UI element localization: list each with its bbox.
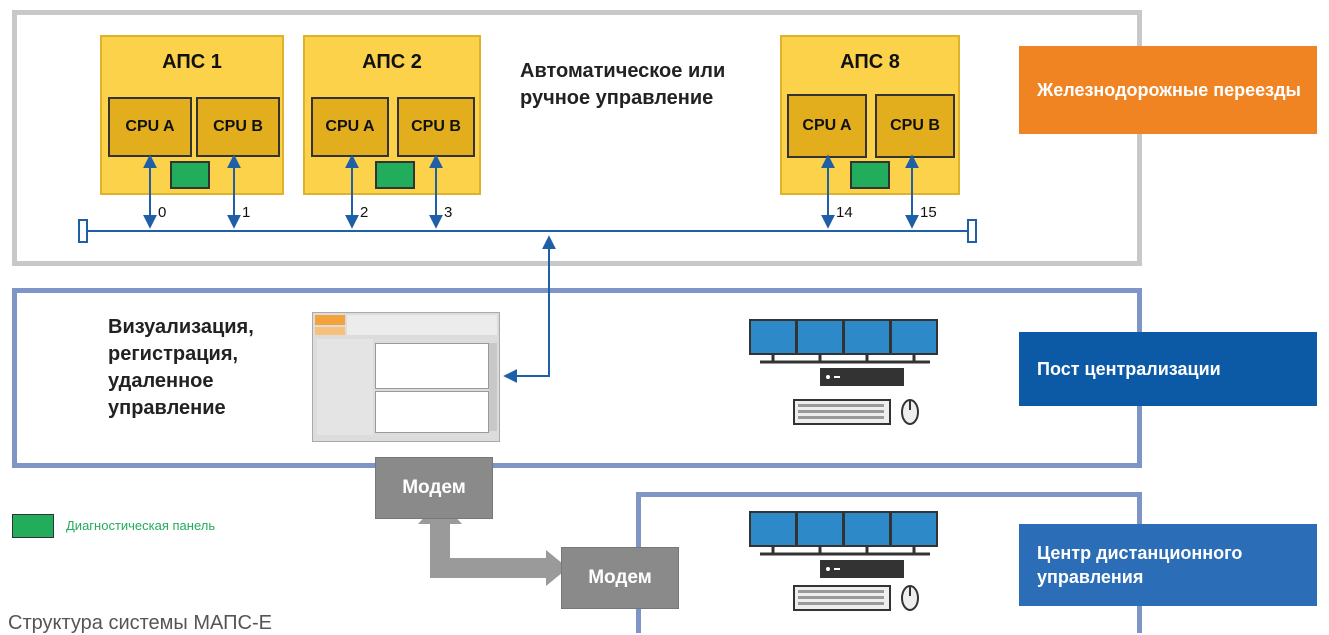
aps-8-cpu-b: CPU B [875,94,955,158]
modem-post: Модем [376,458,492,518]
workstation-icon-remote [749,511,938,611]
label-remote-center: Центр дистанционного управления [1037,543,1243,587]
screenshot-panel-1 [375,343,489,389]
port-2: 2 [360,204,369,221]
port-3: 3 [444,204,453,221]
aps-2-diagnostic-panel [375,161,415,189]
figure-caption: Структура системы МАПС-Е [8,612,272,634]
modem-arrow-right [546,550,568,586]
link-bus-to-post [503,235,556,383]
aps-8-diagnostic-panel [850,161,890,189]
label-crossings: Железнодорожные переезды [1037,80,1301,100]
port-1: 1 [242,204,251,221]
port-0: 0 [158,204,167,221]
aps-8-title: АПС 8 [840,51,900,73]
aps-8-cpu-a: CPU A [787,94,867,158]
modem-remote: Модем [562,548,678,608]
screenshot-scrollbar [489,343,497,431]
port-15: 15 [920,204,937,221]
aps-1: АПС 1 CPU A CPU B [100,35,284,195]
legend-diagnostic-swatch [12,514,54,538]
screenshot-panel-2 [375,391,489,433]
port-14: 14 [836,204,853,221]
visualization-screenshot [312,312,500,442]
aps-1-cpu-b: CPU B [196,97,280,157]
workstation-icon-post [749,319,938,425]
modem-link [430,522,548,578]
bus-terminator-right [967,219,977,243]
label-post: Пост централизации [1037,359,1221,379]
aps-1-cpu-a: CPU A [108,97,192,157]
control-mode-text: Автоматическое или ручное управление [520,60,726,109]
aps-1-title: АПС 1 [162,51,222,73]
legend-diagnostic-label: Диагностическая панель [66,518,216,533]
aps-2-title: АПС 2 [362,51,422,73]
bus-terminator-left [78,219,88,243]
visualization-text: Визуализация, регистрация, удаленное упр… [108,316,254,419]
screenshot-header [347,315,497,335]
screenshot-tab-2 [315,327,345,335]
aps-1-diagnostic-panel [170,161,210,189]
screenshot-list [317,339,373,435]
aps-8: АПС 8 CPU A CPU B [780,35,960,195]
aps-2-cpu-b: CPU B [397,97,475,157]
post-frame [12,288,1142,468]
screenshot-tab-1 [315,315,345,325]
